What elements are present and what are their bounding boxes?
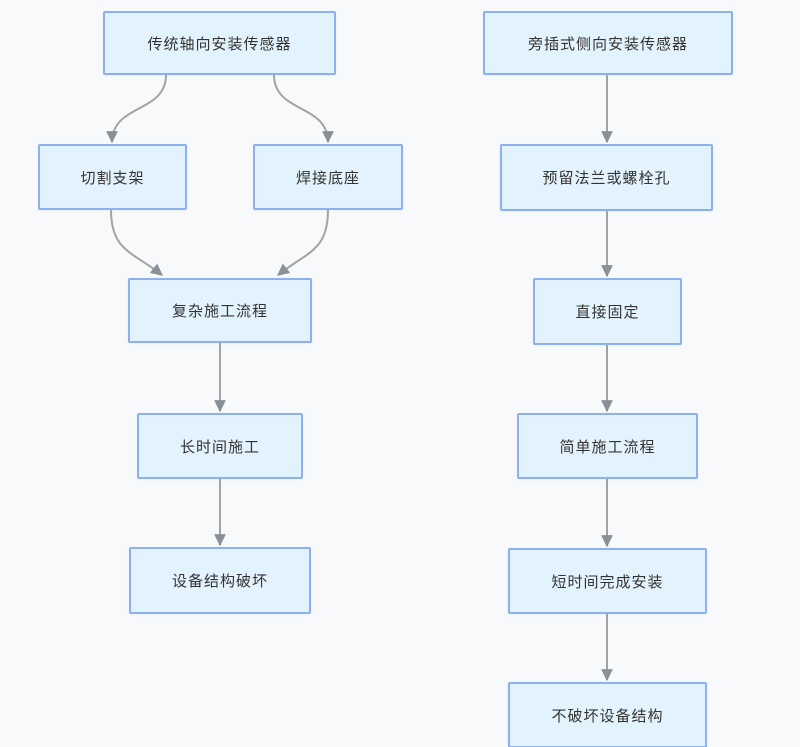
node-weld-base: 焊接底座 (253, 144, 403, 210)
node-side-insert-lateral-install-sensor: 旁插式侧向安装传感器 (483, 11, 733, 75)
node-reserved-flange-or-bolt-hole: 预留法兰或螺栓孔 (500, 144, 713, 211)
node-complex-construction-process: 复杂施工流程 (128, 278, 312, 343)
node-label: 短时间完成安装 (551, 573, 664, 591)
node-label: 设备结构破坏 (171, 573, 268, 590)
node-label: 预留法兰或螺栓孔 (542, 170, 671, 187)
node-label: 简单施工流程 (559, 438, 656, 456)
node-cut-bracket: 切割支架 (38, 144, 187, 210)
edge-l1-l2 (106, 74, 167, 144)
node-label: 切割支架 (80, 169, 145, 187)
edge-l1-l3 (273, 74, 334, 144)
edge-l3-l4 (277, 209, 329, 276)
node-label: 焊接底座 (295, 169, 360, 187)
node-label: 传统轴向安装传感器 (147, 35, 292, 53)
node-equipment-structure-damage: 设备结构破坏 (129, 547, 311, 614)
node-label: 长时间施工 (179, 438, 260, 456)
node-direct-fixing: 直接固定 (533, 278, 682, 345)
node-label: 旁插式侧向安装传感器 (527, 35, 688, 53)
node-traditional-axial-install-sensor: 传统轴向安装传感器 (103, 11, 336, 75)
node-short-time-complete-install: 短时间完成安装 (508, 548, 707, 614)
node-simple-construction-process: 简单施工流程 (517, 413, 698, 479)
node-no-equipment-structure-damage: 不破坏设备结构 (508, 682, 707, 747)
node-label: 复杂施工流程 (171, 303, 268, 320)
edge-l2-l4 (110, 209, 163, 276)
node-long-construction-time: 长时间施工 (137, 413, 303, 479)
node-label: 不破坏设备结构 (551, 707, 664, 725)
node-label: 直接固定 (575, 304, 640, 321)
